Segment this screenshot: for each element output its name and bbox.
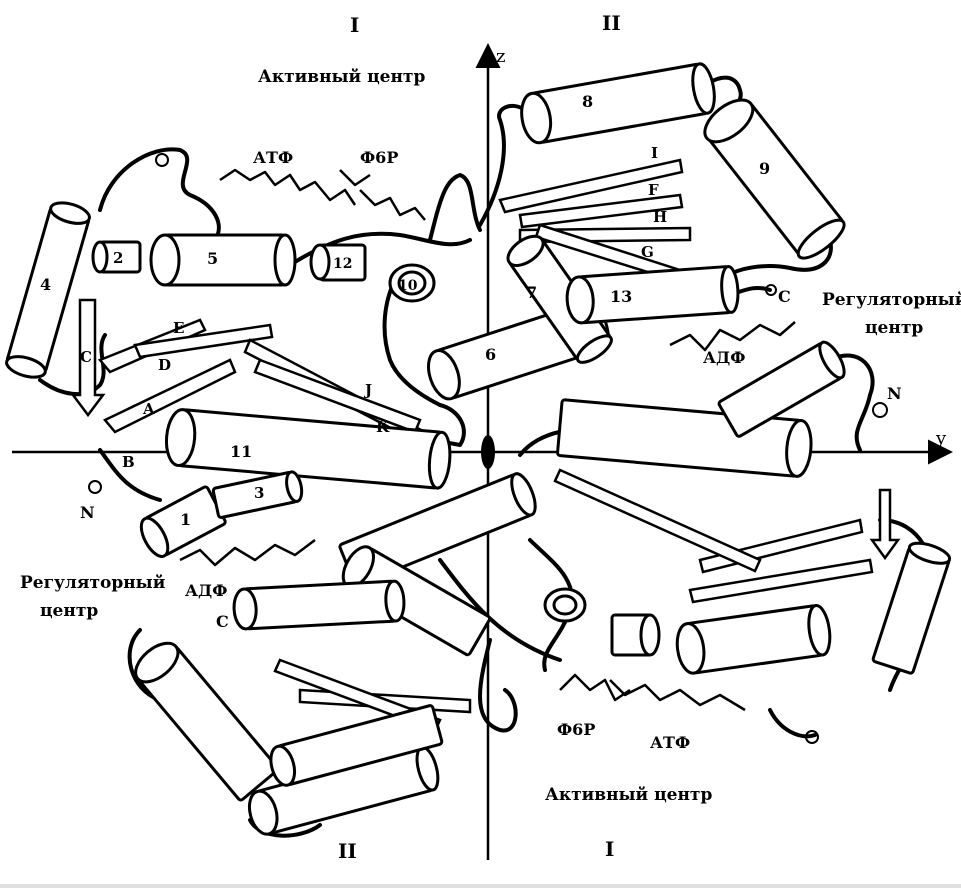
adp-right-drawing	[669, 321, 796, 352]
strand-e-label: E	[173, 319, 184, 337]
n-terminus-bottom-label: N	[887, 384, 902, 403]
regulatory-site-right-label: Регуляторный центр	[822, 290, 961, 338]
adp-left-label: АДФ	[185, 581, 227, 600]
helix-labels: 1 2 3 4 5 6 7 8 9 10 11 12 13	[40, 92, 770, 529]
helix-7-label: 7	[526, 283, 537, 302]
helix-6-label: 6	[485, 345, 496, 364]
active-site-top-label: Активный центр	[258, 67, 425, 87]
helix-5-label: 5	[207, 249, 218, 268]
loop-4-5	[98, 147, 221, 242]
strand-b-label: B	[122, 453, 135, 471]
strand-d-label: D	[158, 356, 171, 374]
c-terminus-bottom-label: C	[216, 612, 229, 631]
n-terminus-top-marker	[88, 480, 102, 494]
strand-c	[70, 298, 106, 418]
ligands-drawings	[179, 168, 796, 712]
atp-top-drawing	[219, 168, 357, 206]
atp-bottom-label: АТФ	[650, 733, 690, 752]
strand-labels: A B C D E F G H I J K	[80, 144, 667, 471]
y-axis-label: y	[935, 428, 947, 449]
strand-a-label: A	[142, 400, 155, 418]
helix-8-label: 8	[582, 92, 593, 111]
helix-3	[211, 470, 304, 519]
atp-top-label: АТФ	[253, 148, 293, 167]
strand-h-label: H	[653, 208, 667, 226]
loop-6-7	[428, 173, 482, 242]
helix-8	[520, 62, 716, 145]
helix-4	[5, 201, 91, 379]
f6p-top-label: Ф6Р	[360, 148, 398, 167]
strand-j-label: J	[363, 381, 372, 399]
regulatory-site-left-label: Регуляторный центр	[20, 573, 171, 621]
strand-i	[498, 158, 684, 214]
strand-i-label: I	[651, 144, 658, 162]
c-terminus-top-label: C	[778, 287, 791, 306]
adp-left-drawing	[179, 539, 316, 567]
top-subunit-helices	[5, 62, 846, 558]
z-axis-label: z	[496, 46, 505, 67]
helix-12-label: 12	[333, 256, 352, 272]
quadrant-bottom-left: II	[338, 839, 357, 863]
n-terminus-top-label: N	[80, 503, 95, 522]
helix-3-label: 3	[254, 484, 264, 502]
helix-1	[139, 485, 227, 558]
twofold-symmetry-axis-marker	[481, 435, 495, 469]
site-labels: Активный центр Активный центр Регуляторн…	[20, 67, 961, 805]
helix-12	[309, 243, 367, 282]
strand-e	[133, 323, 274, 359]
helix-11	[164, 408, 452, 490]
helix-5	[149, 233, 297, 287]
adp-right-label: АДФ	[703, 348, 745, 367]
loop-4-c	[38, 333, 107, 397]
loop-7-8	[478, 103, 527, 227]
bottom-divider	[0, 884, 961, 888]
helix-9-label: 9	[759, 159, 770, 178]
helix-9	[703, 98, 846, 260]
strand-a	[103, 358, 237, 434]
helix-7	[506, 234, 613, 364]
helix-2	[91, 240, 142, 274]
strand-k-label: K	[376, 418, 390, 436]
helix-4-label: 4	[40, 275, 51, 294]
f6p-bottom-label: Ф6Р	[557, 720, 595, 739]
helix-2-label: 2	[113, 249, 123, 267]
helix-10-label: 10	[398, 278, 418, 294]
termini-labels: N C N C	[80, 287, 902, 631]
top-subunit-strands	[70, 158, 692, 452]
ligand-labels: АТФ Ф6Р АДФ АДФ Ф6Р АТФ	[185, 148, 745, 752]
bottom-subunit	[127, 340, 952, 838]
quadrant-labels: I II II I	[338, 11, 621, 863]
strand-g-label: G	[641, 243, 654, 261]
helix-11-label: 11	[230, 442, 252, 461]
strand-f-label: F	[648, 181, 659, 199]
helix-13-label: 13	[610, 287, 632, 306]
helix-1-label: 1	[180, 510, 191, 529]
active-site-bottom-label: Активный центр	[545, 785, 712, 805]
f6p-top-drawing	[339, 169, 426, 221]
helix-13	[565, 264, 740, 325]
f6p-bottom-drawing	[559, 673, 631, 702]
n-terminus-bottom-marker	[872, 402, 888, 418]
strand-f	[518, 193, 684, 229]
quadrant-top-right: II	[602, 11, 621, 35]
loop-10-6	[382, 278, 442, 407]
loop-b-1	[98, 448, 162, 502]
quadrant-bottom-right: I	[605, 837, 614, 861]
strand-c-label: C	[80, 348, 92, 366]
quadrant-top-left: I	[350, 13, 359, 37]
helix-10	[388, 263, 436, 303]
atp-bottom-drawing	[609, 679, 746, 712]
